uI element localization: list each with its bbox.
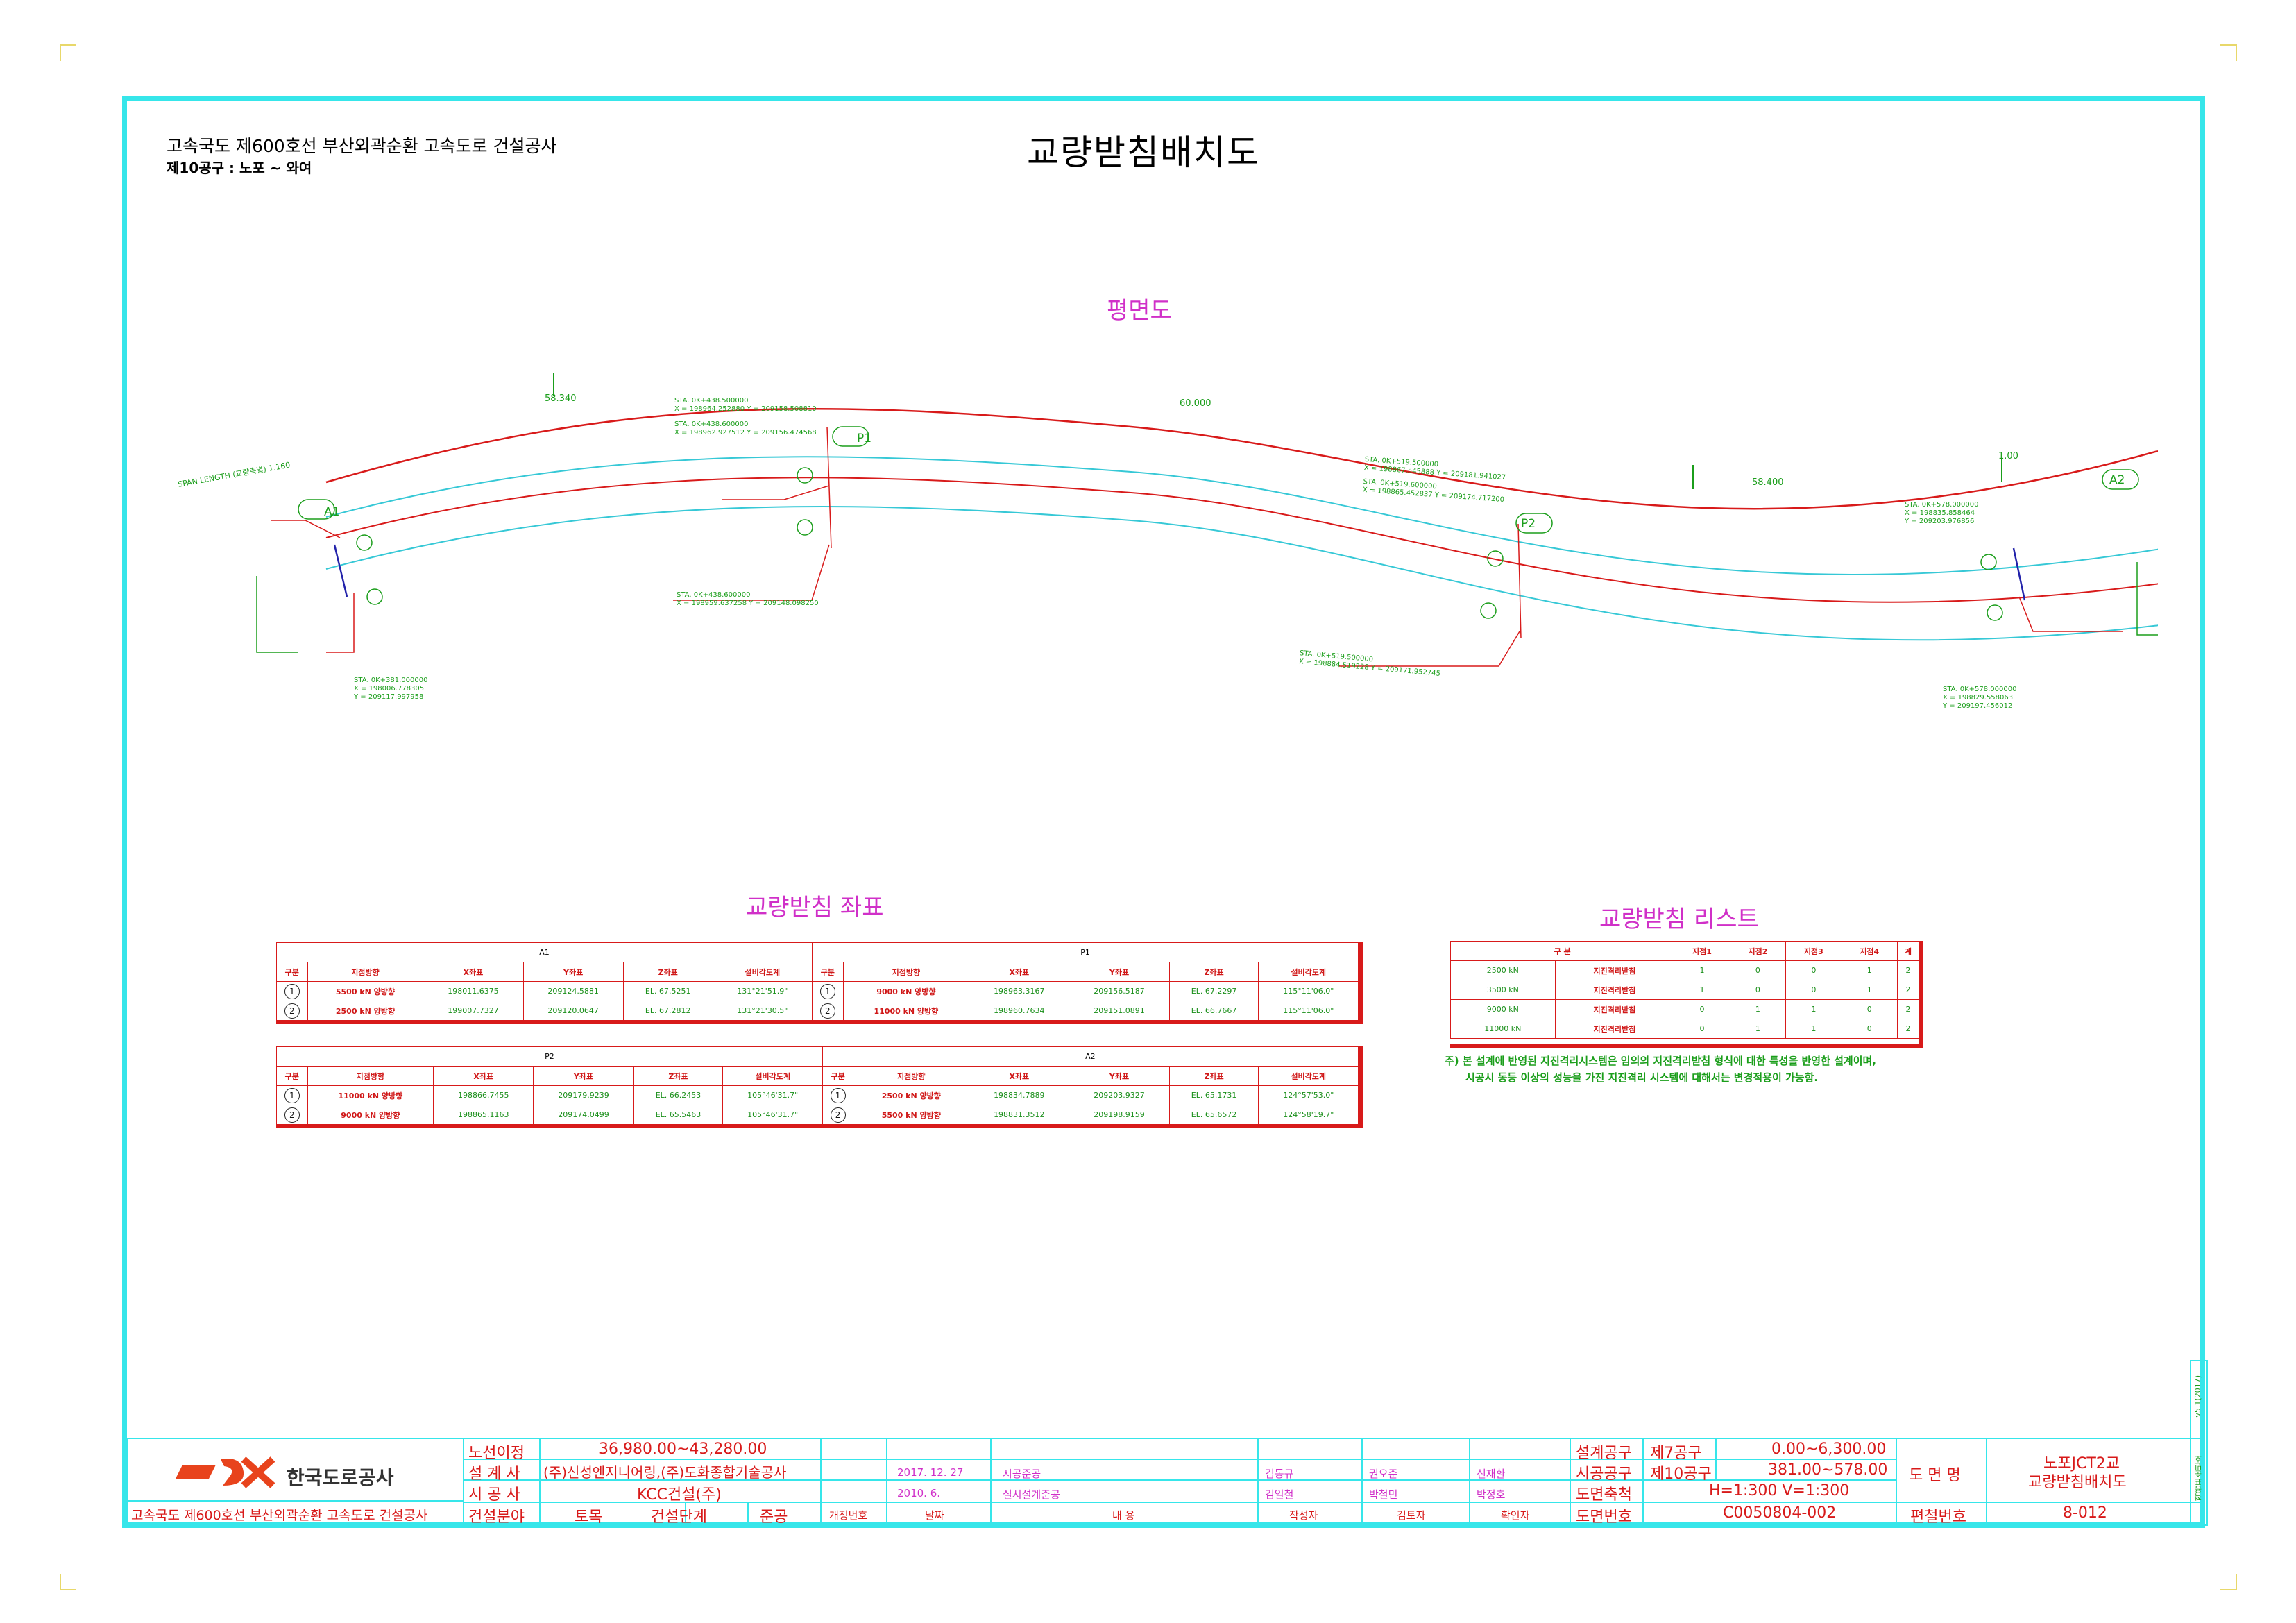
rev-content-2: 실시설계준공 bbox=[1003, 1488, 1060, 1501]
dwg-name-line-2: 교량받침배치도 bbox=[2028, 1474, 2127, 1491]
stage-value: 준공 bbox=[760, 1509, 788, 1526]
route-value: 36,980.00~43,280.00 bbox=[599, 1441, 767, 1458]
dim-p2-a2: 58.400 bbox=[1752, 477, 1784, 488]
field-value: 토목 bbox=[575, 1509, 603, 1526]
group-header-a2: A2 bbox=[822, 1046, 1359, 1067]
plan-view-drawing bbox=[256, 373, 2158, 667]
corner-mark bbox=[2220, 44, 2237, 61]
const-lot-value: 제10공구 bbox=[1650, 1465, 1712, 1483]
corner-mark bbox=[60, 1574, 76, 1590]
company-name: 한국도로공사 bbox=[287, 1466, 394, 1489]
rev-approver-1: 신재환 bbox=[1477, 1468, 1506, 1480]
book-no-label: 편철번호 bbox=[1910, 1509, 1966, 1526]
corner-mark bbox=[60, 44, 76, 61]
rev-approver-2: 박정호 bbox=[1477, 1488, 1506, 1501]
design-range: 0.00~6,300.00 bbox=[1771, 1441, 1887, 1458]
rev-author-2: 김일철 bbox=[1265, 1488, 1294, 1501]
const-range: 381.00~578.00 bbox=[1768, 1461, 1888, 1479]
rev-header-content: 내 용 bbox=[1112, 1509, 1135, 1522]
rev-date-1: 2017. 12. 27 bbox=[897, 1466, 964, 1479]
title-block: 한국도로공사 고속국도 제600호선 부산외곽순환 고속도로 건설공사 노선이정… bbox=[127, 1438, 2200, 1526]
dim-a1-p1: 58.340 bbox=[545, 393, 577, 404]
design-lot-value: 제7공구 bbox=[1650, 1445, 1702, 1462]
project-section: 제10공구 : 노포 ~ 와여 bbox=[167, 160, 312, 176]
side-strip: v5.1(2017) 적용표준번호 bbox=[2190, 1360, 2208, 1526]
dwg-no-label: 도면번호 bbox=[1576, 1509, 1632, 1526]
bearing-note-line-2: 시공시 동등 이상의 성능을 가진 지진격리 시스템에 대해서는 변경적용이 가… bbox=[1465, 1071, 1819, 1084]
scale-label: 도면축척 bbox=[1576, 1486, 1632, 1504]
dwg-name-label: 도 면 명 bbox=[1909, 1467, 1961, 1484]
rev-header-no: 개정번호 bbox=[829, 1509, 868, 1522]
dim-end: 1.00 bbox=[1998, 451, 2018, 461]
bearing-note-line-1: 주) 본 설계에 반영된 지진격리시스템은 임의의 지진격리받침 형식에 대한 … bbox=[1445, 1055, 1877, 1067]
rev-header-date: 날짜 bbox=[925, 1509, 944, 1522]
design-lot-label: 설계공구 bbox=[1576, 1445, 1632, 1462]
table-shadow bbox=[1450, 941, 1923, 1048]
support-label-p1: P1 bbox=[857, 432, 872, 445]
designer-value: (주)신성엔지니어링,(주)도화종합기술공사 bbox=[543, 1464, 787, 1481]
rev-header-reviewer: 검토자 bbox=[1397, 1509, 1426, 1522]
table-shadow bbox=[276, 942, 1363, 1024]
group-header-p2: P2 bbox=[276, 1046, 823, 1067]
builder-label: 시 공 사 bbox=[468, 1486, 520, 1504]
scale-value: H=1:300 V=1:300 bbox=[1709, 1482, 1850, 1499]
support-label-a2: A2 bbox=[2109, 473, 2125, 487]
table-shadow bbox=[276, 1046, 1363, 1128]
rev-content-1: 시공준공 bbox=[1003, 1468, 1041, 1480]
support-label-p2: P2 bbox=[1521, 517, 1536, 531]
dim-p1-p2: 60.000 bbox=[1180, 398, 1211, 409]
side-version: v5.1(2017) bbox=[2193, 1375, 2202, 1418]
rev-author-1: 김동규 bbox=[1265, 1468, 1294, 1480]
project-footer: 고속국도 제600호선 부산외곽순환 고속도로 건설공사 bbox=[131, 1508, 428, 1523]
bearing-list-title: 교량받침 리스트 bbox=[1599, 906, 1759, 933]
rev-header-approver: 확인자 bbox=[1501, 1509, 1530, 1522]
group-header-p1: P1 bbox=[812, 942, 1359, 962]
rev-reviewer-2: 박철민 bbox=[1369, 1488, 1398, 1501]
stage-label: 건설단계 bbox=[651, 1509, 707, 1526]
rev-date-2: 2010. 6. bbox=[897, 1487, 941, 1499]
plan-view-title: 평면도 bbox=[1107, 297, 1172, 325]
rev-header-author: 작성자 bbox=[1289, 1509, 1318, 1522]
book-no-value: 8-012 bbox=[2063, 1504, 2107, 1522]
dwg-name-line-1: 노포JCT2교 bbox=[2043, 1455, 2120, 1472]
title-block-grid bbox=[127, 1438, 2200, 1523]
builder-value: KCC건설(주) bbox=[637, 1486, 722, 1504]
const-lot-label: 시공공구 bbox=[1576, 1465, 1632, 1483]
group-header-a1: A1 bbox=[275, 942, 813, 962]
dwg-no-value: C0050804-002 bbox=[1723, 1504, 1837, 1522]
drawing-title: 교량받침배치도 bbox=[1027, 133, 1260, 173]
rev-reviewer-1: 권오준 bbox=[1369, 1468, 1398, 1480]
project-title: 고속국도 제600호선 부산외곽순환 고속도로 건설공사 bbox=[167, 136, 557, 156]
drawing-frame bbox=[122, 96, 2205, 1528]
corner-mark bbox=[2220, 1574, 2237, 1590]
route-label: 노선이정 bbox=[468, 1445, 525, 1462]
support-label-a1: A1 bbox=[324, 505, 340, 519]
field-label: 건설분야 bbox=[468, 1509, 525, 1526]
designer-label: 설 계 사 bbox=[468, 1465, 520, 1483]
bearing-coords-title: 교량받침 좌표 bbox=[746, 894, 884, 921]
